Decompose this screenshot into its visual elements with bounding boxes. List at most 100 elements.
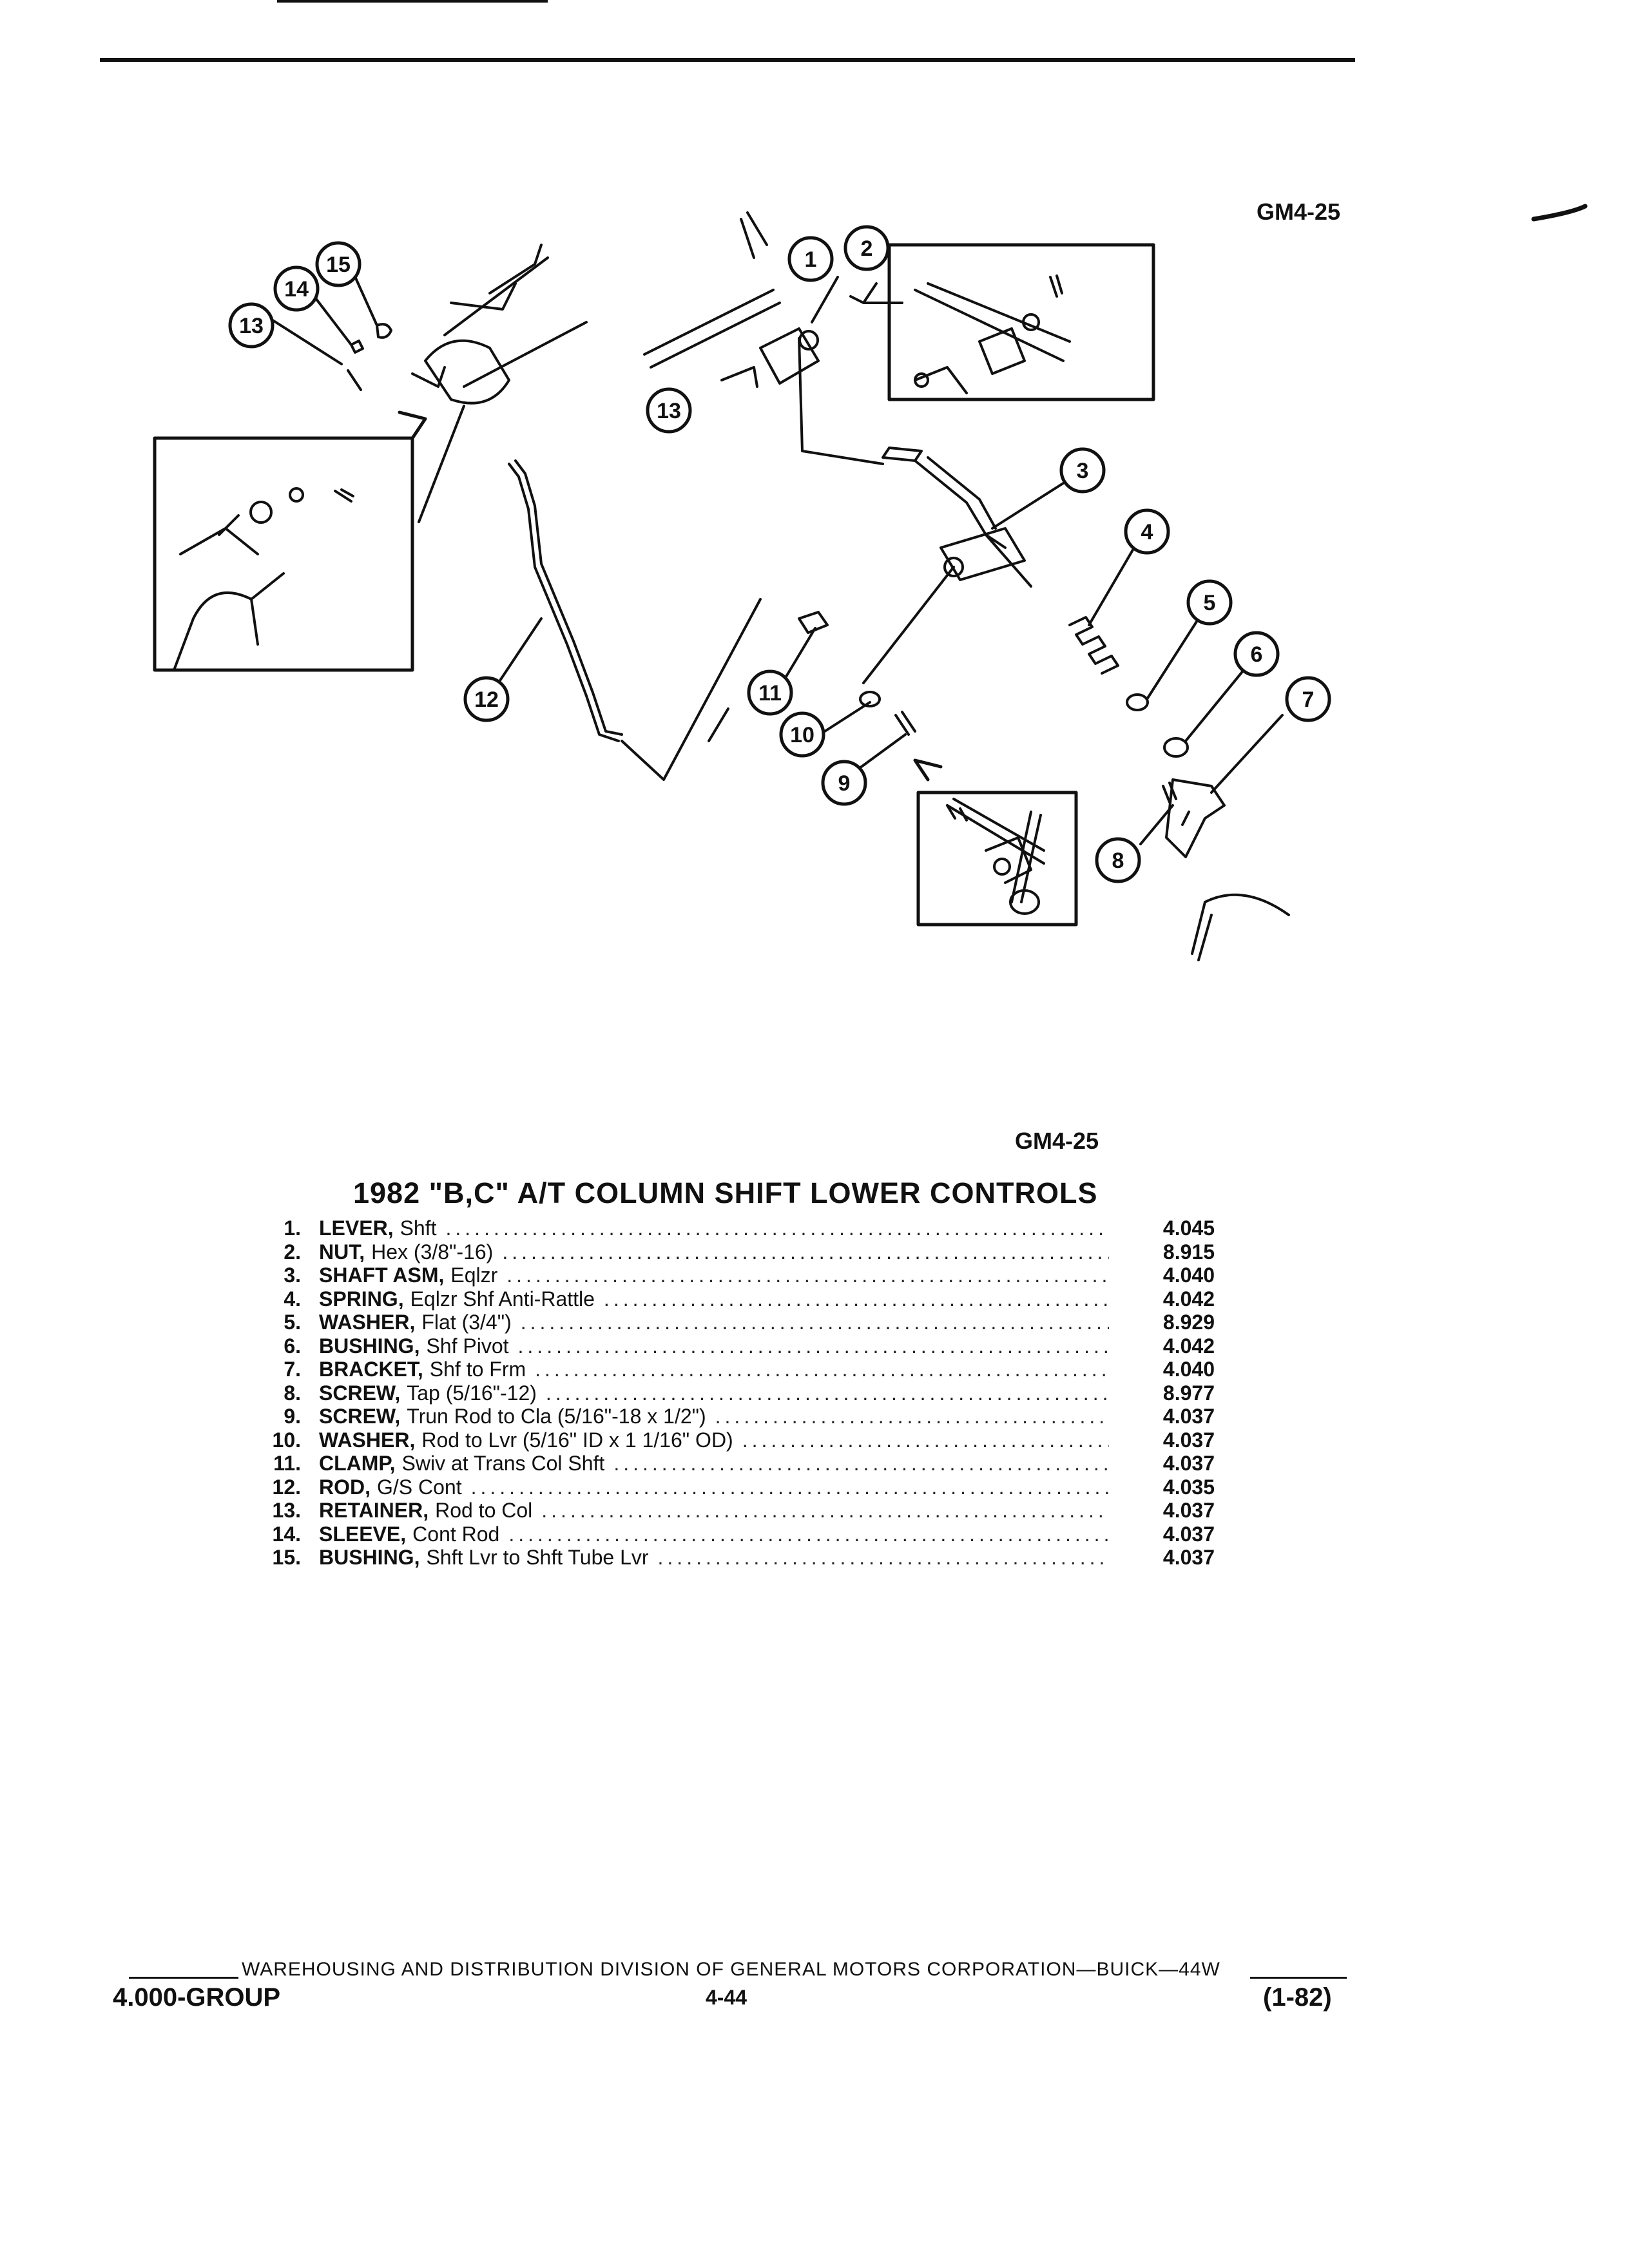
revision-date: (1-82) — [1263, 1983, 1332, 2012]
callout-11: 11 — [758, 681, 782, 706]
part-detail: Shf Pivot — [426, 1334, 509, 1358]
part-number: 4. — [284, 1287, 301, 1311]
callout-13: 13 — [239, 314, 264, 338]
part-detail: Swiv at Trans Col Shft — [401, 1452, 605, 1475]
group-number: 4.042 — [1162, 1334, 1215, 1358]
leader-dots — [502, 1240, 1109, 1264]
part-name: SCREW, — [319, 1381, 401, 1405]
footer-rule-right — [1250, 1977, 1347, 1979]
part-description: RETAINER,Rod to Col — [319, 1499, 1118, 1523]
part-detail: Shft — [400, 1216, 437, 1240]
part-name: ROD, — [319, 1475, 371, 1499]
part-number: 8. — [284, 1381, 301, 1405]
part-description: ROD,G/S Cont — [319, 1475, 1118, 1499]
scan-mark-top-left — [277, 0, 548, 3]
callout-2: 2 — [861, 236, 873, 261]
part-name: BUSHING, — [319, 1546, 420, 1569]
callout-15: 15 — [326, 253, 351, 277]
leader-dots — [521, 1311, 1109, 1334]
leader-dots — [613, 1452, 1109, 1475]
part-name: SCREW, — [319, 1405, 401, 1428]
part-name: SHAFT ASM, — [319, 1264, 445, 1287]
callout-10: 10 — [790, 723, 815, 747]
part-detail: Rod to Col — [435, 1499, 533, 1522]
part-detail: Shft Lvr to Shft Tube Lvr — [426, 1546, 649, 1569]
leader-dots — [535, 1358, 1109, 1381]
parts-row: 6.BUSHING,Shf Pivot4.042 — [255, 1334, 1221, 1358]
exploded-parts-diagram: 1 2 3 4 5 6 7 8 9 10 11 12 13 14 15 13 — [153, 204, 1588, 961]
part-description: WASHER,Flat (3/4") — [319, 1311, 1118, 1334]
callout-group: 1 2 3 4 5 6 7 8 9 10 11 12 13 14 15 13 — [228, 225, 1331, 883]
callout-13b: 13 — [657, 399, 681, 423]
parts-row: 2. NUT,Hex (3/8"-16) 8.915 — [255, 1240, 1221, 1264]
part-number: 13. — [272, 1499, 301, 1522]
group-number: 4.037 — [1162, 1428, 1215, 1452]
parts-row: 13. RETAINER,Rod to Col 4.037 — [255, 1499, 1221, 1523]
page-title: 1982 "B,C" A/T COLUMN SHIFT LOWER CONTRO… — [353, 1177, 1098, 1209]
header-rule — [100, 58, 1355, 62]
part-description: BUSHING,Shf Pivot — [319, 1334, 1118, 1358]
part-description: NUT,Hex (3/8"-16) — [319, 1240, 1118, 1264]
part-number: 2. — [284, 1240, 301, 1264]
part-number: 10. — [272, 1428, 301, 1452]
callout-9: 9 — [838, 771, 851, 796]
callout-4: 4 — [1141, 520, 1153, 544]
leader-dots — [508, 1523, 1109, 1546]
part-detail: Shf to Frm — [429, 1358, 526, 1381]
part-detail: Hex (3/8"-16) — [371, 1240, 494, 1264]
leader-dots — [446, 1216, 1110, 1240]
part-name: BUSHING, — [319, 1334, 420, 1358]
part-number: 14. — [272, 1522, 301, 1546]
leader-dots — [546, 1381, 1109, 1405]
callout-5: 5 — [1204, 591, 1216, 615]
group-number: 4.042 — [1162, 1287, 1215, 1311]
part-number: 1. — [284, 1216, 301, 1240]
parts-row: 14. SLEEVE,Cont Rod 4.037 — [255, 1523, 1221, 1546]
parts-row: 10. WASHER,Rod to Lvr (5/16" ID x 1 1/16"… — [255, 1428, 1221, 1452]
leader-dots — [541, 1499, 1109, 1523]
part-description: SHAFT ASM,Eqlzr — [319, 1264, 1118, 1287]
part-number: 5. — [284, 1311, 301, 1334]
part-description: LEVER,Shft — [319, 1216, 1118, 1240]
callout-12: 12 — [474, 687, 499, 712]
group-number: 4.045 — [1162, 1216, 1215, 1240]
part-number: 15. — [272, 1546, 301, 1569]
callout-6: 6 — [1251, 642, 1263, 667]
part-number: 12. — [272, 1475, 301, 1499]
part-number: 3. — [284, 1264, 301, 1287]
parts-row: 3.SHAFT ASM,Eqlzr4.040 — [255, 1264, 1221, 1287]
part-detail: Tap (5/16"-12) — [407, 1381, 537, 1405]
group-number: 8.915 — [1162, 1240, 1215, 1264]
group-number: 4.035 — [1162, 1475, 1215, 1499]
part-description: WASHER,Rod to Lvr (5/16" ID x 1 1/16" OD… — [319, 1428, 1118, 1452]
callout-7: 7 — [1302, 687, 1315, 712]
part-detail: Cont Rod — [412, 1522, 500, 1546]
part-detail: Flat (3/4") — [421, 1311, 512, 1334]
group-number: 4.037 — [1162, 1405, 1215, 1428]
callout-14: 14 — [284, 277, 309, 302]
part-description: SPRING,Eqlzr Shf Anti-Rattle — [319, 1287, 1118, 1311]
parts-row: 4. SPRING,Eqlzr Shf Anti-Rattle 4.042 — [255, 1287, 1221, 1311]
part-name: WASHER, — [319, 1311, 416, 1334]
group-number: 4.037 — [1162, 1522, 1215, 1546]
part-description: BRACKET,Shf to Frm — [319, 1358, 1118, 1381]
part-name: SLEEVE, — [319, 1522, 407, 1546]
parts-row: 9.SCREW,Trun Rod to Cla (5/16"-18 x 1/2"… — [255, 1405, 1221, 1428]
part-detail: Eqlzr Shf Anti-Rattle — [410, 1287, 595, 1311]
group-number: 4.040 — [1162, 1358, 1215, 1381]
parts-row: 5. WASHER,Flat (3/4") 8.929 — [255, 1311, 1221, 1334]
group-number: 4.037 — [1162, 1499, 1215, 1522]
group-number: 8.977 — [1162, 1381, 1215, 1405]
part-description: BUSHING, Shft Lvr to Shft Tube Lvr — [319, 1546, 1118, 1570]
callout-1: 1 — [805, 247, 817, 272]
group-number: 4.037 — [1162, 1546, 1215, 1569]
part-detail: Rod to Lvr (5/16" ID x 1 1/16" OD) — [421, 1428, 733, 1452]
part-description: SCREW,Trun Rod to Cla (5/16"-18 x 1/2") — [319, 1405, 1118, 1428]
leader-dots — [658, 1546, 1109, 1570]
part-name: SPRING, — [319, 1287, 404, 1311]
diagram-code-mid: GM4-25 — [1015, 1128, 1099, 1154]
leader-dots — [518, 1334, 1109, 1358]
leader-dots — [742, 1428, 1109, 1452]
group-number: 8.929 — [1162, 1311, 1215, 1334]
diagram-code-top: GM4-25 — [1257, 198, 1341, 225]
